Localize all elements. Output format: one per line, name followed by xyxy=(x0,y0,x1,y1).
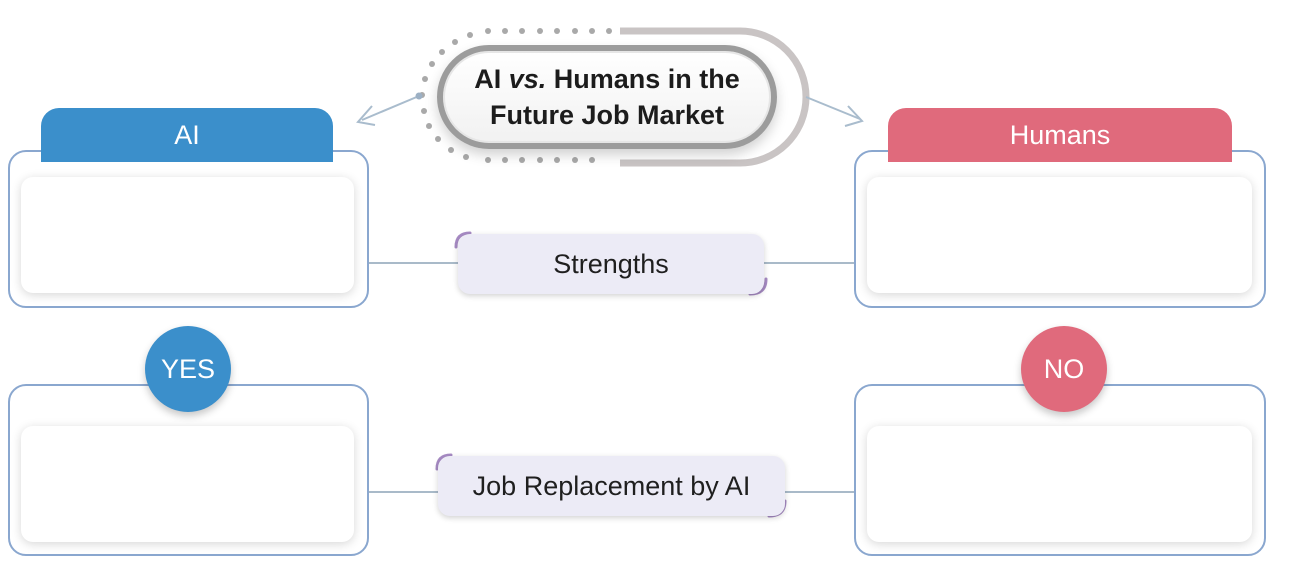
job-replacement-label-text: Job Replacement by AI xyxy=(472,470,751,501)
strengths-label: Strengths xyxy=(458,234,764,294)
yes-badge: YES xyxy=(145,326,231,412)
title-pill: AI vs. Humans in the Future Job Market xyxy=(437,45,777,149)
humans-header-label: Humans xyxy=(1009,119,1111,150)
humans-replacement-content-box[interactable] xyxy=(867,426,1252,542)
ai-header-label: AI xyxy=(174,119,200,150)
yes-badge-label: YES xyxy=(160,353,216,384)
no-badge-label: NO xyxy=(1043,353,1085,384)
ai-strengths-content-box[interactable] xyxy=(21,177,354,293)
ai-header-tab: AI xyxy=(41,108,333,162)
job-replacement-label: Job Replacement by AI xyxy=(438,456,785,516)
title-emphasis: vs. xyxy=(508,64,547,94)
diagram-title: AI vs. Humans in the Future Job Market xyxy=(474,61,740,133)
ai-replacement-content-box[interactable] xyxy=(21,426,354,542)
arrow-right-icon xyxy=(805,96,864,127)
outer-ring-decoration xyxy=(620,27,810,167)
title-line1-rest: Humans in the xyxy=(546,64,740,94)
humans-strengths-content-box[interactable] xyxy=(867,177,1252,293)
humans-header-tab: Humans xyxy=(888,108,1232,162)
no-badge: NO xyxy=(1021,326,1107,412)
arrow-left-icon xyxy=(356,95,420,126)
row-connectors xyxy=(368,262,856,493)
strengths-label-text: Strengths xyxy=(553,248,669,279)
title-line2: Future Job Market xyxy=(489,100,725,130)
title-prefix: AI xyxy=(474,64,509,94)
